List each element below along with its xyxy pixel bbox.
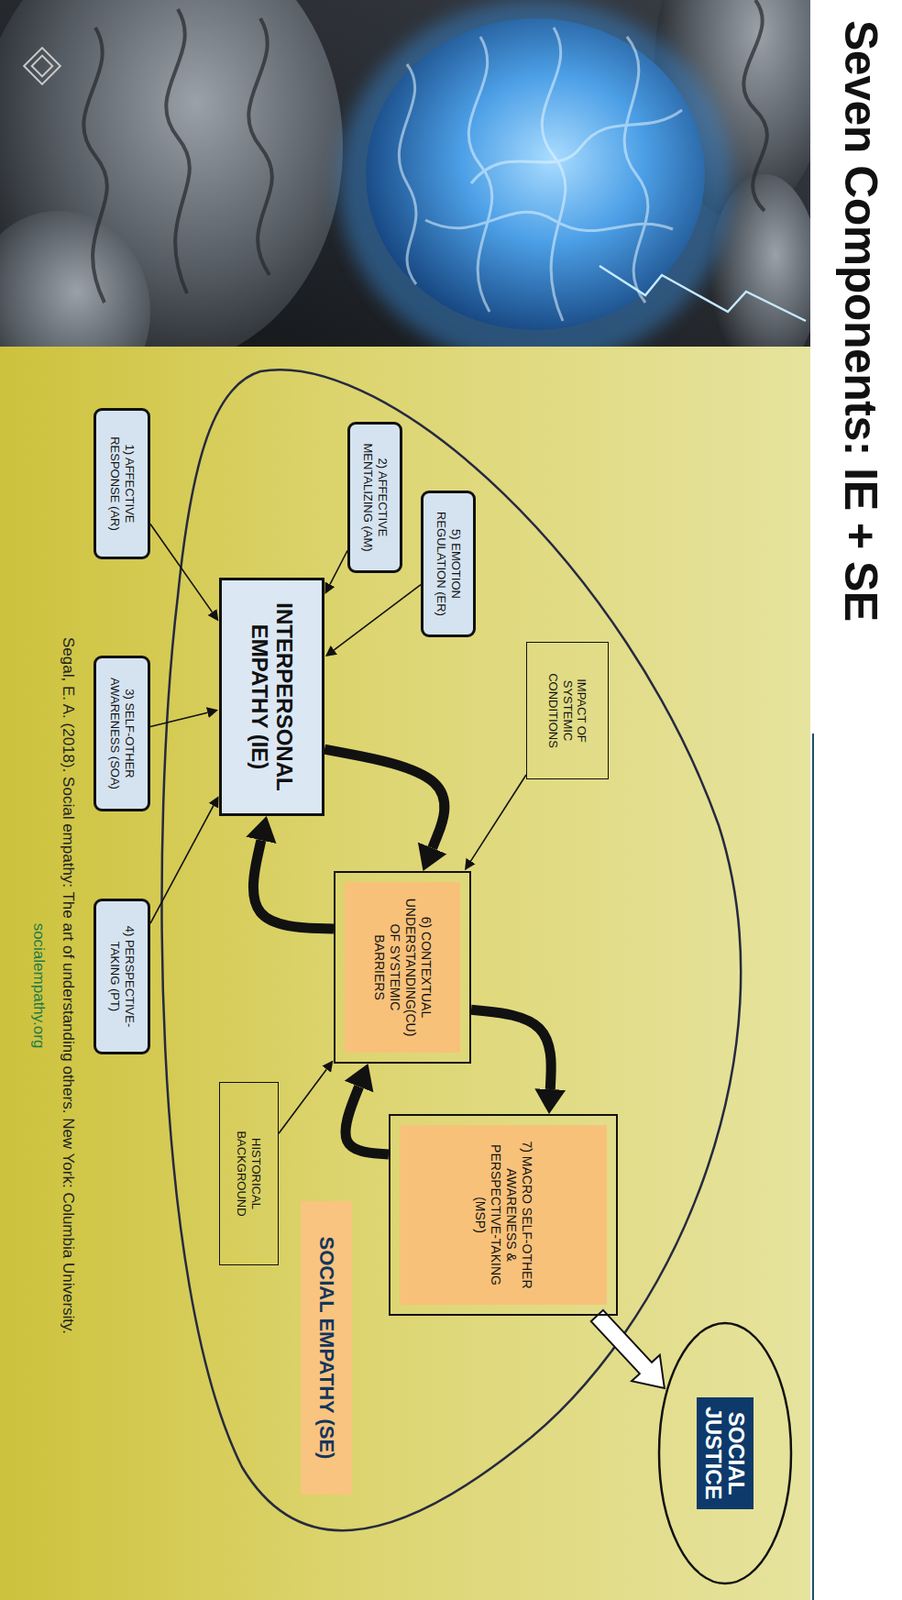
component-box: 7) MACRO SELF-OTHER AWARENESS & PERSPECT…: [388, 1113, 618, 1316]
citation-caption: Segal, E. A. (2018). Social empathy: The…: [58, 385, 77, 1586]
brain-illustration: [0, 0, 811, 347]
component-box: 3) SELF-OTHER AWARENESS (SOA): [93, 655, 151, 812]
text-panel: SOCIAL JUSTICE: [696, 1397, 754, 1508]
text-panel: IMPACT OF SYSTEMIC CONDITIONS: [546, 649, 590, 771]
connector-arrow: [150, 712, 208, 726]
outcome-circle: SOCIAL JUSTICE: [656, 1320, 794, 1586]
component-box: 4) PERSPECTIVE-TAKING (PT): [93, 898, 151, 1055]
box-text: 6) CONTEXTUAL UNDERSTANDING(CU) OF SYSTE…: [371, 889, 433, 1045]
flow-arrow: [345, 1086, 389, 1155]
logo-knot: [23, 47, 61, 85]
brain-fold: [425, 211, 673, 231]
box-text: 3) SELF-OTHER AWARENESS (SOA): [107, 663, 136, 803]
logo-part: [32, 55, 54, 77]
connector-arrow: [330, 550, 348, 585]
flow-arrow: [324, 748, 445, 848]
brain-fold: [471, 110, 682, 184]
text-panel: INTERPERSONAL EMPATHY (IE): [247, 589, 297, 804]
text-panel: 7) MACRO SELF-OTHER AWARENESS & PERSPECT…: [399, 1124, 607, 1305]
brain-fold: [165, 9, 190, 294]
context-box: HISTORICAL BACKGROUND: [219, 1081, 279, 1265]
component-box: 1) AFFECTIVE RESPONSE (AR): [93, 407, 151, 560]
text-panel: 4) PERSPECTIVE-TAKING (PT): [107, 906, 136, 1046]
box-text: IMPACT OF SYSTEMIC CONDITIONS: [546, 649, 590, 771]
component-box: 5) EMOTION REGULATION (ER): [420, 490, 476, 638]
text-panel: HISTORICAL BACKGROUND: [234, 1119, 264, 1228]
diagram-title: Seven Components: IE + SE: [834, 20, 888, 622]
group-heading: SOCIAL EMPATHY (SE): [300, 1200, 352, 1495]
website-label: socialempathy.org: [29, 385, 48, 1586]
box-text: HISTORICAL BACKGROUND: [234, 1119, 264, 1228]
text-panel: 1) AFFECTIVE RESPONSE (AR): [107, 416, 136, 551]
social-empathy-ellipse: [162, 369, 742, 1530]
lightning-streak: [599, 265, 806, 321]
connector-arrow: [150, 805, 214, 924]
text-panel: 3) SELF-OTHER AWARENESS (SOA): [107, 663, 136, 803]
box-text: 4) PERSPECTIVE-TAKING (PT): [107, 906, 136, 1046]
yellow-panel: [0, 346, 811, 1600]
brain-fold: [398, 64, 417, 285]
box-text: SOCIAL EMPATHY (SE): [314, 1236, 339, 1460]
grey-folds: [83, 0, 768, 303]
flow-arrow: [253, 839, 334, 929]
connector-arrow: [471, 774, 527, 861]
brain-fold: [83, 27, 108, 303]
logo-part: [23, 47, 61, 85]
circle-outline: [659, 1322, 792, 1584]
box-text: 1) AFFECTIVE RESPONSE (AR): [107, 416, 136, 551]
connector-arrow: [150, 524, 213, 613]
box-text: 2) AFFECTIVE MENTALIZING (AM): [360, 429, 389, 565]
connector-arrow: [278, 1068, 327, 1133]
central-box: INTERPERSONAL EMPATHY (IE): [219, 577, 325, 816]
box-text: 5) EMOTION REGULATION (ER): [433, 498, 462, 629]
box-text: SOCIAL JUSTICE: [702, 1406, 748, 1499]
connector-arrow: [333, 584, 421, 650]
text-panel: 5) EMOTION REGULATION (ER): [433, 498, 462, 629]
component-box: 2) AFFECTIVE MENTALIZING (AM): [347, 421, 403, 573]
component-box: 6) CONTEXTUAL UNDERSTANDING(CU) OF SYSTE…: [333, 870, 472, 1064]
brain-fold: [624, 36, 649, 303]
grey-brain-lobe: [0, 210, 151, 347]
text-panel: 6) CONTEXTUAL UNDERSTANDING(CU) OF SYSTE…: [344, 881, 461, 1053]
brain-fold: [248, 18, 273, 275]
text-panel: SOCIAL EMPATHY (SE): [314, 1236, 339, 1460]
brain-fold: [541, 27, 566, 321]
box-text: INTERPERSONAL EMPATHY (IE): [247, 589, 297, 804]
brain-folds: [398, 27, 682, 321]
context-box: IMPACT OF SYSTEMIC CONDITIONS: [526, 641, 609, 780]
flow-arrow: [471, 1009, 551, 1089]
blue-glow: [338, 0, 733, 347]
text-panel: 2) AFFECTIVE MENTALIZING (AM): [360, 429, 389, 565]
brain-fold: [743, 0, 768, 211]
connector-arrow: [591, 1309, 665, 1388]
box-text: 7) MACRO SELF-OTHER AWARENESS & PERSPECT…: [472, 1132, 534, 1298]
title-rule: [812, 733, 814, 1600]
